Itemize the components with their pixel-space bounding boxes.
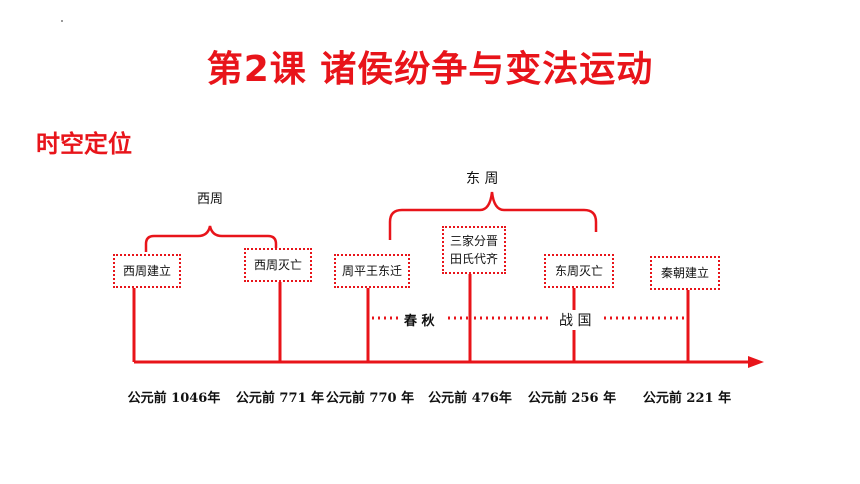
page-title: 第2课 诸侯纷争与变法运动 — [206, 49, 654, 90]
year-label-476: 公元前 476年 — [428, 391, 512, 406]
event-text: 东周灭亡 — [554, 264, 603, 278]
segment-label-chunqiu: 春 秋 — [404, 314, 435, 329]
event-text-line-2: 田氏代齐 — [449, 252, 498, 266]
year-label-770: 公元前 770 年 — [325, 391, 415, 406]
year-label-1046: 公元前 1046年 — [127, 391, 221, 406]
event-box-xizhou-fall: 西周灭亡 — [244, 248, 312, 282]
event-text-group: 三家分晋 田氏代齐 — [450, 232, 498, 268]
period-label-dongzhou: 东 周 — [466, 171, 499, 187]
event-text: 秦朝建立 — [660, 266, 709, 280]
event-box-three-families-partition: 三家分晋 田氏代齐 — [442, 226, 506, 274]
event-text: 西周建立 — [122, 264, 171, 278]
segment-label-zhanguo: 战 国 — [556, 310, 595, 330]
brace-xizhou — [144, 225, 278, 252]
year-label-221: 公元前 221 年 — [642, 391, 732, 406]
year-label-256: 公元前 256 年 — [527, 391, 617, 406]
section-subtitle: 时空定位 — [36, 130, 132, 158]
year-label-771: 公元前 771 年 — [235, 391, 325, 406]
event-box-dongzhou-fall: 东周灭亡 — [544, 254, 614, 288]
event-text-line-1: 三家分晋 — [449, 234, 498, 248]
period-label-xizhou: 西周 — [197, 192, 224, 207]
event-box-qin-founded: 秦朝建立 — [650, 256, 720, 290]
event-box-pingwang-moves-east: 周平王东迁 — [334, 254, 410, 288]
corner-dot — [61, 20, 63, 22]
event-text: 西周灭亡 — [253, 258, 302, 272]
event-box-xizhou-founded: 西周建立 — [113, 254, 181, 288]
event-text: 周平王东迁 — [341, 264, 402, 278]
timeline-arrowhead — [748, 356, 764, 368]
brace-dongzhou — [388, 191, 598, 240]
